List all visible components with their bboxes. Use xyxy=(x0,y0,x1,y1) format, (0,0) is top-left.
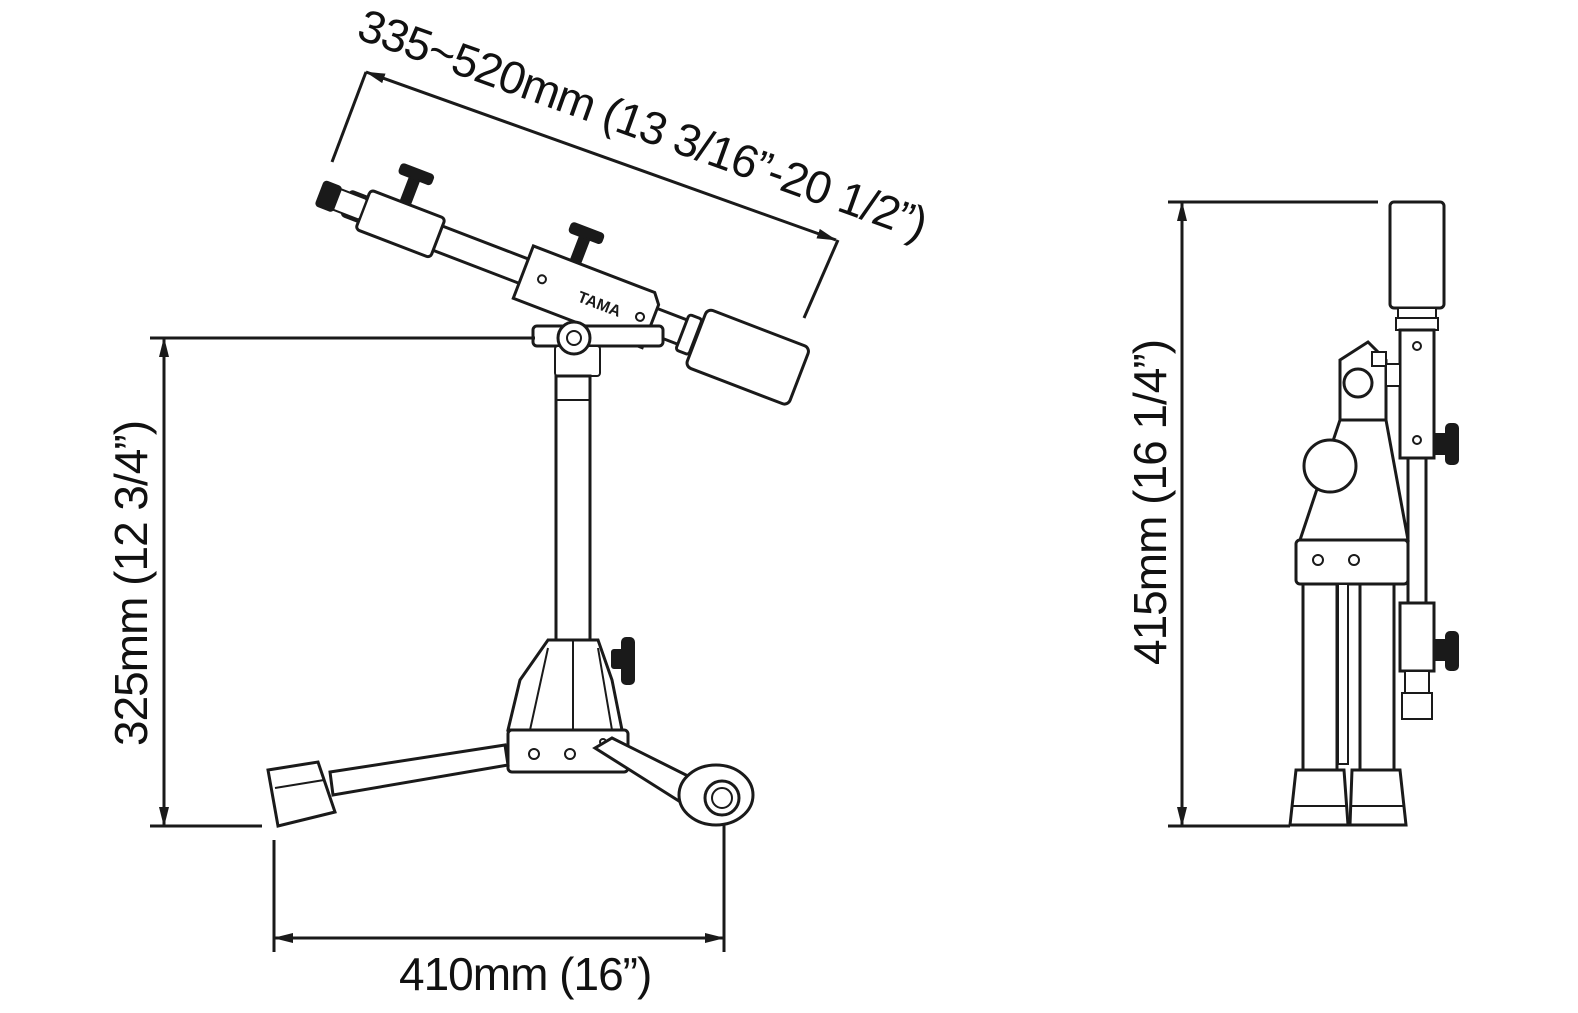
label-boom-length: 335~520mm (13 3/16”-20 1/2”) xyxy=(352,0,934,250)
leg-left xyxy=(266,743,510,828)
side-view-stand: TAMA xyxy=(266,163,810,828)
leg-right xyxy=(592,736,755,827)
dimension-side-height: 325mm (12 3/4”) xyxy=(105,336,535,828)
boom-swivel-joint xyxy=(531,320,665,377)
label-base-width: 410mm (16”) xyxy=(399,948,651,1000)
dimension-boom-length: 335~520mm (13 3/16”-20 1/2”) xyxy=(330,0,934,319)
dimension-front-height: 415mm (16 1/4”) xyxy=(1124,200,1378,828)
dimension-base-width: 410mm (16”) xyxy=(272,824,726,1000)
label-front-height: 415mm (16 1/4”) xyxy=(1124,340,1176,665)
front-view-stand xyxy=(1288,200,1459,827)
stand-pole xyxy=(554,374,592,643)
label-side-height: 325mm (12 3/4”) xyxy=(105,421,157,746)
